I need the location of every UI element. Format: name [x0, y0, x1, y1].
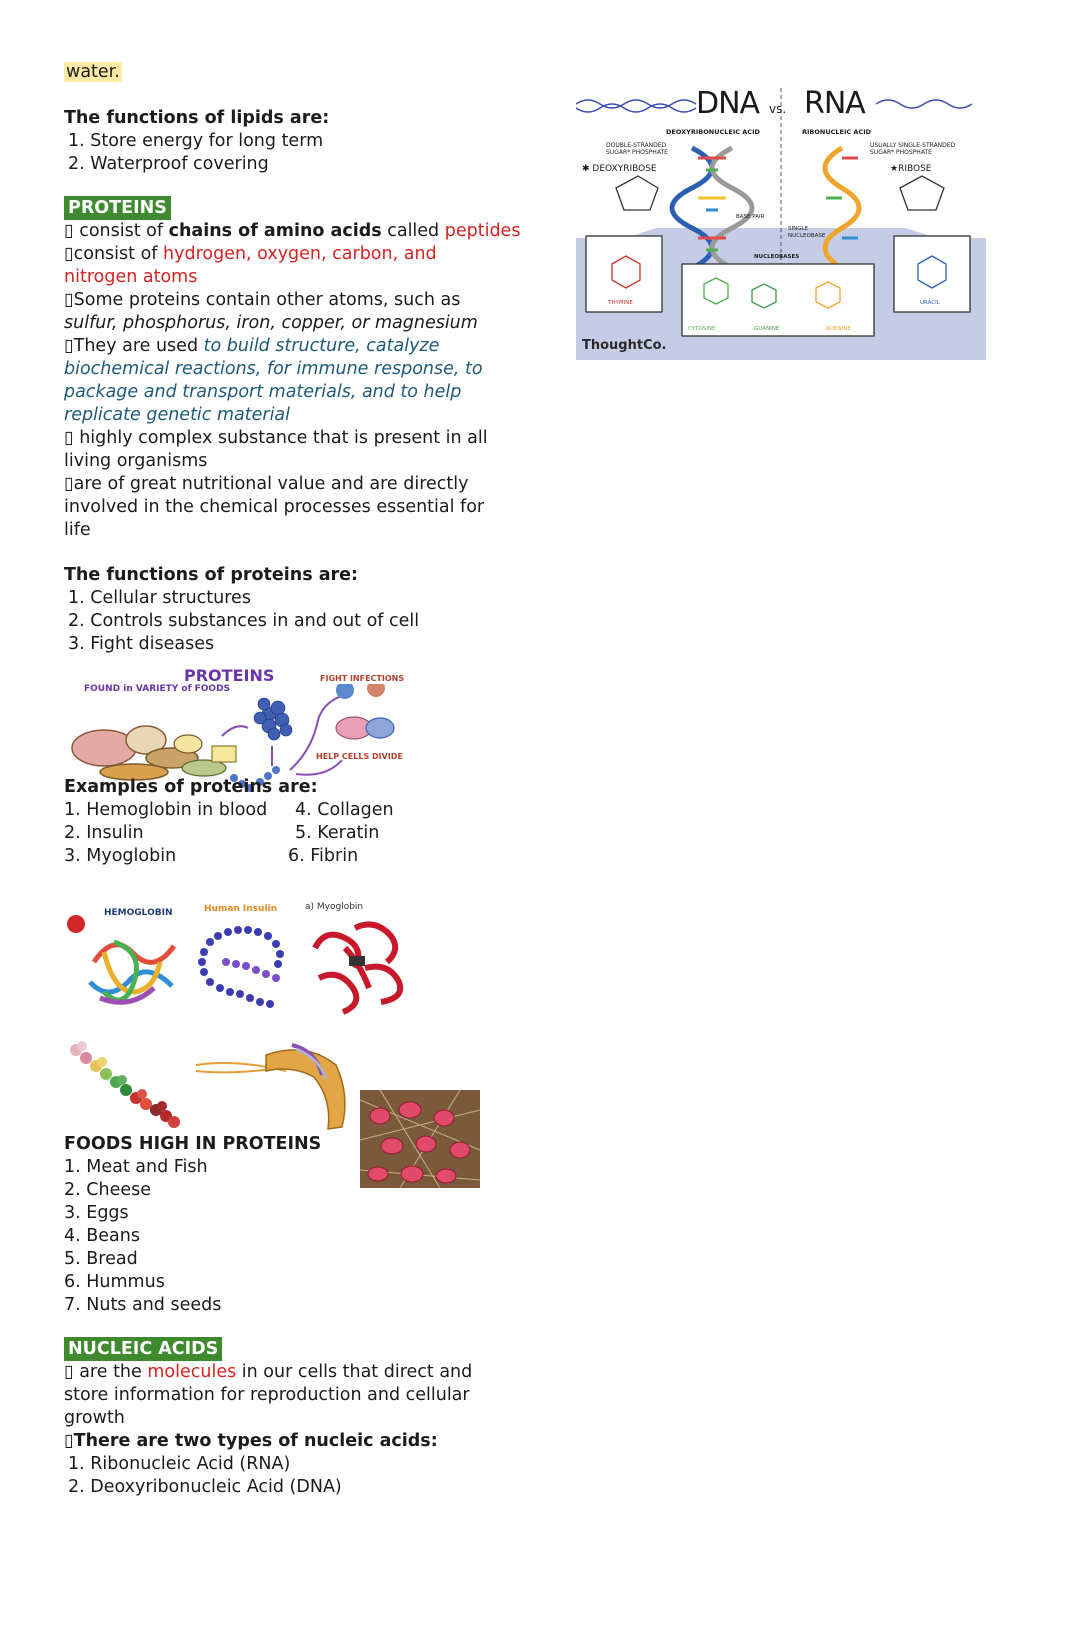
list-item: 1. Cellular structures	[68, 588, 251, 608]
thymine-label: THYMINE	[608, 300, 633, 306]
list-item: 2. Deoxyribonucleic Acid (DNA)	[68, 1477, 342, 1497]
proteins-line-11: living organisms	[64, 451, 208, 471]
nucleic-line-2: store information for reproduction and c…	[64, 1385, 470, 1405]
dna-full-label: DEOXYRIBONUCLEIC ACID	[666, 128, 760, 136]
proteins-line-6: ▯They are used to build structure, catal…	[64, 336, 440, 356]
nucleobases-label: NUCLEOBASES	[754, 254, 800, 260]
nucleic-line-3: growth	[64, 1408, 125, 1428]
insulin-image: Human Insulin	[190, 904, 300, 1020]
lipids-heading: The functions of lipids are:	[64, 108, 330, 128]
vs-label: vs.	[769, 102, 787, 116]
insulin-label: Human Insulin	[204, 904, 278, 914]
proteins-line-4: ▯Some proteins contain other atoms, such…	[64, 290, 461, 310]
hemoglobin-image: HEMOGLOBIN	[64, 908, 184, 1020]
list-item: 3. Eggs	[64, 1203, 129, 1223]
list-item: 2. Controls substances in and out of cel…	[68, 611, 420, 631]
proteins-line-9: replicate genetic material	[64, 405, 291, 425]
figure-label-fight: FIGHT INFECTIONS	[320, 674, 405, 683]
proteins-illustration: PROTEINS FOUND in VARIETY of FOODS FIGHT…	[64, 666, 434, 796]
list-item: 2. Waterproof covering	[68, 154, 269, 174]
water-text: water.	[64, 62, 122, 82]
proteins-line-5: sulfur, phosphorus, iron, copper, or mag…	[64, 313, 478, 333]
list-item: 5. Keratin	[295, 823, 380, 843]
list-item: 1. Ribonucleic Acid (RNA)	[68, 1454, 291, 1474]
double-strand-label: DOUBLE-STRANDED	[606, 142, 667, 149]
foods-heading: FOODS HIGH IN PROTEINS	[64, 1134, 322, 1154]
single-strand-label-2: SUGAR* PHOSPHATE	[870, 149, 932, 156]
list-item: 7. Nuts and seeds	[64, 1295, 222, 1315]
nucleic-tag: NUCLEIC ACIDS	[64, 1337, 223, 1361]
uracil-label: URACIL	[920, 300, 940, 306]
list-item: 4. Collagen	[295, 800, 394, 820]
list-item: 1. Store energy for long term	[68, 131, 324, 151]
nucleic-line-4: ▯There are two types of nucleic acids:	[64, 1431, 438, 1451]
list-item: 2. Insulin	[64, 823, 144, 843]
list-item: 6. Hummus	[64, 1272, 165, 1292]
keratin-image	[195, 1035, 356, 1131]
cytosine-label: CYTOSINE	[688, 326, 716, 332]
list-item: 3. Fight diseases	[68, 634, 215, 654]
base-pair-label: BASE PAIR	[736, 214, 765, 220]
proteins-line-10: ▯ highly complex substance that is prese…	[64, 428, 488, 448]
list-item: 2. Cheese	[64, 1180, 151, 1200]
examples-heading: Examples of proteins are:	[64, 777, 318, 797]
rna-title: RNA	[804, 88, 866, 121]
proteins-line-13: involved in the chemical processes essen…	[64, 497, 485, 517]
single-nucleobase-label-2: NUCLEOBASE	[788, 233, 826, 239]
myoglobin-label: a) Myoglobin	[305, 902, 364, 912]
single-strand-label: USUALLY SINGLE-STRANDED	[870, 142, 956, 149]
proteins-line-1: ▯ consist of chains of amino acids calle…	[64, 221, 521, 241]
myoglobin-image: a) Myoglobin	[305, 902, 415, 1020]
hemoglobin-label: HEMOGLOBIN	[104, 908, 173, 918]
figure-label-foods: FOUND in VARIETY of FOODS	[84, 684, 231, 694]
nucleic-line-1: ▯ are the molecules in our cells that di…	[64, 1362, 473, 1382]
list-item: 1. Meat and Fish	[64, 1157, 208, 1177]
list-item: 3. Myoglobin	[64, 846, 177, 866]
single-nucleobase-label: SINGLE	[788, 226, 809, 232]
figure-label-divide: HELP CELLS DIVIDE	[316, 752, 403, 761]
proteins-tag: PROTEINS	[64, 196, 171, 220]
ribose-label: ★RIBOSE	[890, 164, 932, 174]
adenine-label: ADENINE	[826, 326, 851, 332]
brand-logo: ThoughtCo.	[582, 338, 667, 353]
dna-title: DNA	[696, 88, 760, 121]
list-item: 5. Bread	[64, 1249, 138, 1269]
proteins-line-3: nitrogen atoms	[64, 267, 198, 287]
guanine-label: GUANINE	[754, 326, 780, 332]
deoxyribose-label: ✱ DEOXYRIBOSE	[582, 164, 657, 174]
list-item: 4. Beans	[64, 1226, 140, 1246]
proteins-line-14: life	[64, 520, 91, 540]
proteins-line-8: package and transport materials, and to …	[64, 382, 462, 402]
figure-title: PROTEINS	[184, 666, 275, 685]
fibrin-image	[359, 1089, 481, 1189]
double-strand-label-2: SUGAR* PHOSPHATE	[606, 149, 668, 156]
proteins-line-2: ▯consist of hydrogen, oxygen, carbon, an…	[64, 244, 437, 264]
proteins-line-12: ▯are of great nutritional value and are …	[64, 474, 469, 494]
dna-vs-rna-infographic: DNA vs. RNA DEOXYRIBONUCLEIC ACID RIBONU…	[576, 88, 986, 360]
list-item: 6. Fibrin	[288, 846, 359, 866]
protein-functions-heading: The functions of proteins are:	[64, 565, 359, 585]
collagen-image	[66, 1040, 186, 1130]
proteins-line-7: biochemical reactions, for immune respon…	[64, 359, 483, 379]
rna-full-label: RIBONUCLEIC ACID	[802, 128, 872, 136]
list-item: 1. Hemoglobin in blood	[64, 800, 268, 820]
